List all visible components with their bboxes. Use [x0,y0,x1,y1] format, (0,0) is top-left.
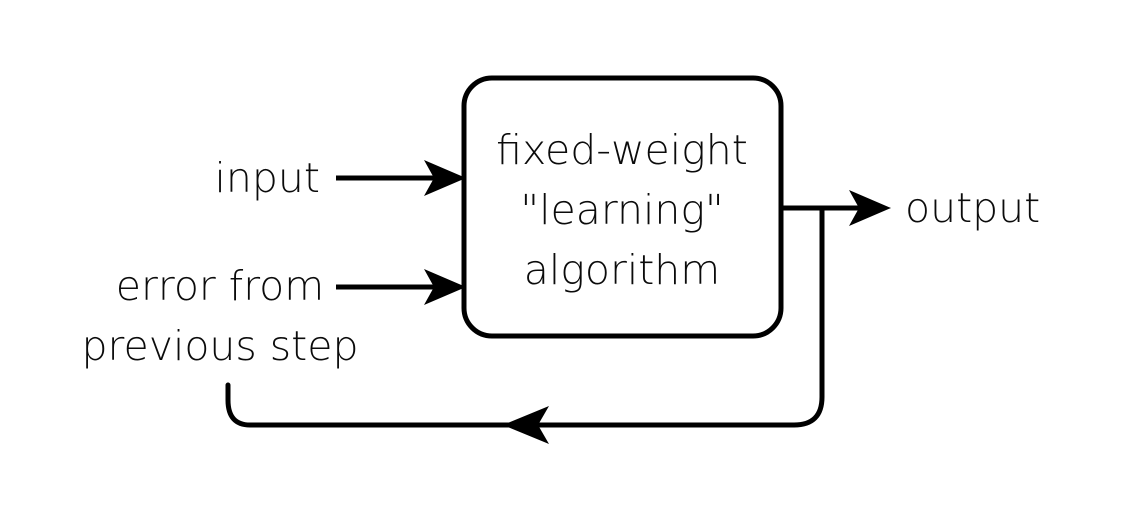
feedback-arrow-head-icon [503,406,549,444]
edge-feedback-loop [225,205,825,444]
input-label: input [215,154,320,202]
error-arrow-head-icon [424,269,466,305]
edge-input-to-box [336,160,466,196]
process-box-line-3: algorithm [524,246,720,294]
error-label-line-1: error from [116,262,324,310]
error-label-line-2: previous step [81,322,358,370]
edge-box-to-output [779,190,891,226]
edge-error-to-box [336,269,466,305]
process-box-line-1: fixed-weight [496,126,748,174]
input-arrow-head-icon [424,160,466,196]
output-label: output [905,184,1040,232]
output-arrow-head-icon [849,190,891,226]
process-box-line-2: "learning" [520,186,724,234]
